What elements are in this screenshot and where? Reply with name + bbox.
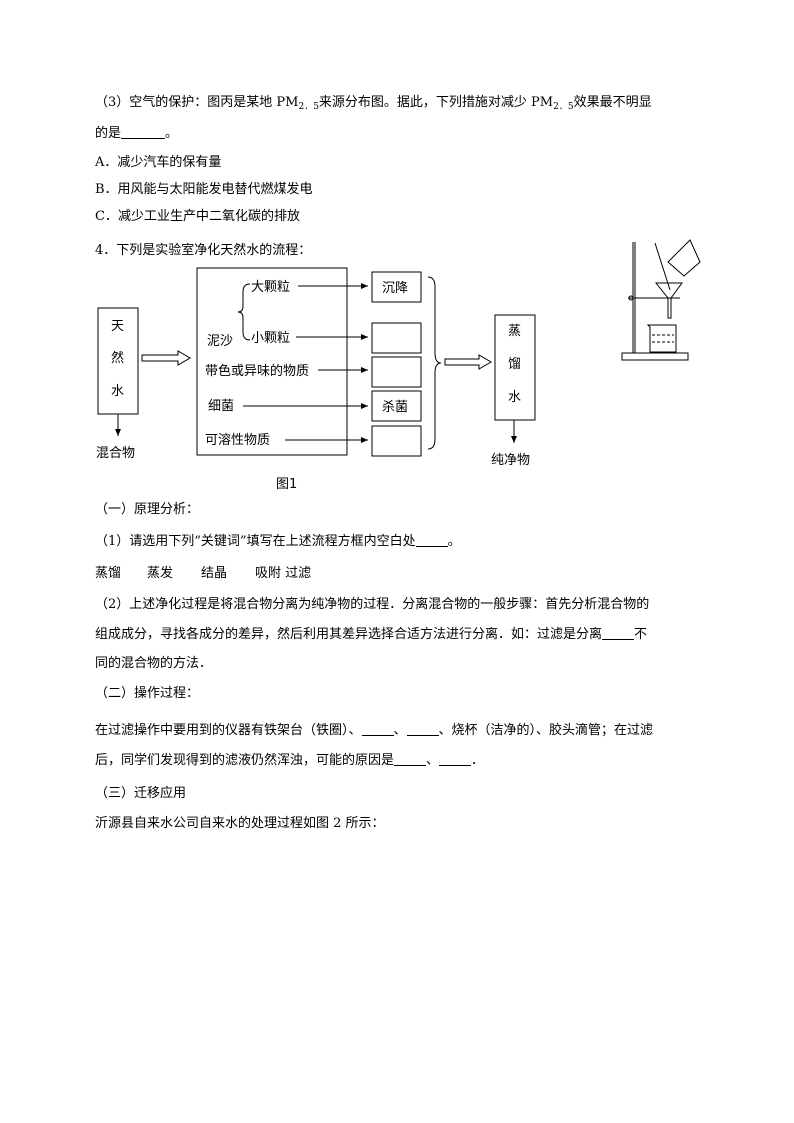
application-line: 沂源县自来水公司自来水的处理过程如图 2 所示： [95, 816, 385, 831]
text: （1）请选用下列“关键词”填写在上述流程方框内空白处 [95, 534, 416, 549]
keyword: 吸附 过滤 [255, 566, 312, 581]
step-box-blank[interactable] [371, 356, 422, 388]
answer-blank[interactable] [121, 126, 166, 139]
part-1-heading: （一）原理分析： [95, 502, 200, 517]
text: 、 [426, 753, 440, 768]
q3-stem-line2: 的是 。 [95, 126, 178, 142]
text: 不 [634, 627, 648, 642]
label: 可溶性物质 [205, 433, 270, 448]
answer-blank[interactable] [361, 723, 394, 736]
part-2-heading: （二）操作过程： [95, 686, 200, 701]
figure-caption: 图1 [276, 477, 297, 492]
subscript: 2．5 [553, 102, 574, 112]
text: 的是 [95, 126, 122, 141]
option-a: A．减少汽车的保有量 [95, 155, 222, 170]
keyword: 蒸馏 [95, 566, 122, 581]
label: 大颗粒 [251, 280, 290, 295]
label: 泥沙 [207, 334, 233, 349]
option-b: B．用风能与太阳能发电替代燃煤发电 [95, 182, 313, 197]
label: 馏 [508, 357, 521, 372]
label: 然 [111, 350, 124, 366]
impurities-box [196, 267, 348, 456]
operation-line2: 后，同学们发现得到的滤液仍然浑浊，可能的原因是 、 ． [95, 753, 484, 769]
answer-blank[interactable] [439, 753, 472, 766]
p1-question: （1）请选用下列“关键词”填写在上述流程方框内空白处 。 [95, 534, 461, 550]
label: 细菌 [208, 399, 234, 414]
keywords: 蒸馏 蒸发 结晶 吸附 过滤 [95, 566, 311, 582]
text: ． [471, 753, 485, 768]
label: 沉降 [382, 281, 408, 296]
filtration-apparatus-illustration [621, 239, 701, 361]
label: 混合物 [96, 446, 135, 461]
answer-blank[interactable] [394, 753, 427, 766]
text: 。 [165, 126, 179, 141]
text: 组成成分，寻找各成分的差异，然后利用其差异选择合适方法进行分离．如：过滤是分离 [95, 627, 603, 642]
curly-brace [427, 276, 442, 450]
keyword: 蒸发 [147, 566, 174, 581]
answer-blank[interactable] [415, 534, 448, 547]
label: 天 [111, 319, 124, 334]
text: 效果最不明显 [573, 95, 652, 110]
operation-line1: 在过滤操作中要用到的仪器有铁架台（铁圈）、 、 、烧杯（洁净的）、胶头滴管；在过滤 [95, 723, 653, 739]
label: 带色或异味的物质 [205, 363, 309, 379]
p2-line2: 组成成分，寻找各成分的差异，然后利用其差异选择合适方法进行分离．如：过滤是分离 不 [95, 627, 647, 643]
text: （3）空气的保护：图丙是某地 PM [95, 95, 299, 110]
hollow-arrow [141, 350, 191, 366]
step-box [371, 390, 422, 422]
text: 、烧杯（洁净的）、胶头滴管；在过滤 [438, 723, 654, 738]
product-box [494, 314, 536, 421]
label: 小颗粒 [251, 331, 290, 346]
answer-blank[interactable] [602, 627, 635, 640]
label: 蒸 [508, 324, 521, 339]
label: 水 [111, 384, 124, 399]
q4-title: 4．下列是实验室净化天然水的流程： [95, 243, 312, 258]
label: 纯净物 [491, 453, 530, 468]
subscript: 2．5 [298, 102, 319, 112]
brace [237, 283, 251, 341]
label: 杀菌 [382, 400, 408, 415]
q3-stem: （3）空气的保护：图丙是某地 PM2．5来源分布图。据此，下列措施对减少 PM2… [95, 95, 652, 115]
text: 。 [447, 534, 461, 549]
option-c: C．减少工业生产中二氧化碳的排放 [95, 209, 300, 224]
text: 来源分布图。据此，下列措施对减少 PM [318, 95, 554, 110]
text: 后，同学们发现得到的滤液仍然浑浊，可能的原因是 [95, 753, 395, 768]
keyword: 结晶 [201, 566, 228, 581]
p2-line1: （2）上述净化过程是将混合物分离为纯净物的过程．分离混合物的一般步骤：首先分析混… [95, 597, 650, 612]
label: 水 [508, 390, 521, 405]
step-box-blank[interactable] [371, 425, 422, 457]
figure-1-flowchart: 天 然 水 混合物 泥沙 大颗粒 小颗粒 带色或异味的物质 细菌 可溶性物质 沉… [96, 239, 701, 492]
text: 、 [393, 723, 407, 738]
text: 在过滤操作中要用到的仪器有铁架台（铁圈）、 [95, 723, 362, 738]
p2-line3: 同的混合物的方法． [95, 656, 213, 671]
answer-blank[interactable] [406, 723, 439, 736]
step-box-blank[interactable] [371, 322, 422, 354]
step-box [371, 271, 422, 303]
part-3-heading: （三）迁移应用 [95, 786, 187, 801]
hollow-arrow [444, 354, 492, 370]
